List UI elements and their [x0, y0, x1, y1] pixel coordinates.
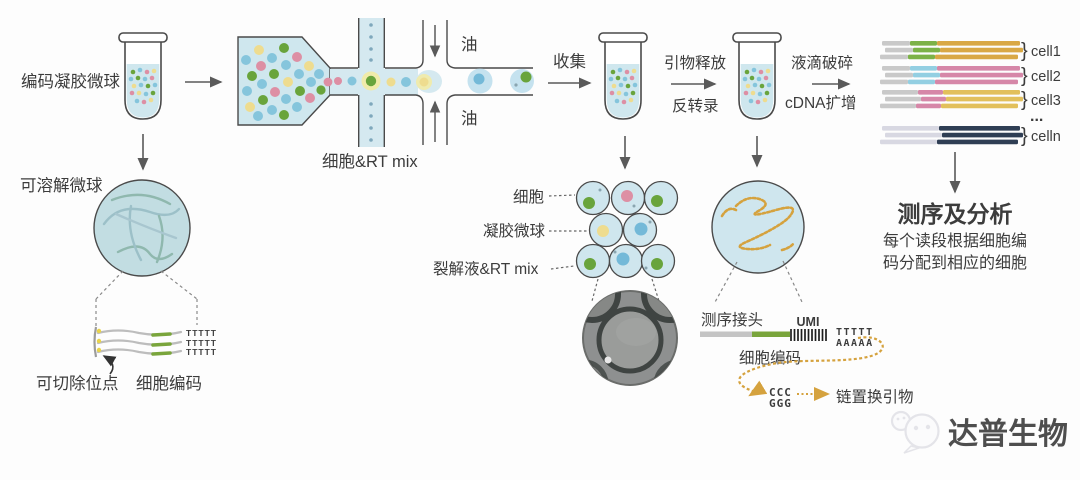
cell-label: 细胞 — [513, 188, 544, 206]
collect-label: 收集 — [553, 52, 586, 71]
seq-adapter-label: 测序接头 — [701, 311, 763, 329]
wechat-bubbles-icon — [890, 410, 940, 454]
read-group-brace: } — [1021, 89, 1028, 111]
cdna-droplet — [711, 180, 805, 305]
read-group-brace: } — [1021, 65, 1028, 87]
read-group-celln: }celln — [880, 125, 1061, 147]
tube-rt-droplets — [732, 32, 782, 120]
poly-t-row2: TTTTT — [186, 338, 217, 348]
grid-inner-beads — [583, 188, 663, 270]
primer-release-label: 引物释放 — [664, 54, 727, 72]
read-groups: }cell1}cell2}cell3}celln — [880, 40, 1061, 147]
cleavable-site-dots — [96, 328, 102, 353]
rt-mix-dots — [369, 23, 373, 142]
watermark-brand: 达普生物 — [890, 410, 1068, 454]
brand-name: 达普生物 — [948, 417, 1068, 451]
read-group-label: celln — [1031, 129, 1061, 145]
a-tail-label: AAAAA — [836, 338, 874, 349]
droplets-in-oil — [467, 68, 534, 94]
umi-comb — [790, 329, 827, 341]
reads-ellipsis: ... — [1030, 108, 1043, 125]
ggg-label: GGG — [769, 397, 792, 410]
cell-rt-mix-label: 细胞&RT mix — [322, 152, 418, 171]
analysis-text: 测序及分析 每个读段根据细胞编 码分配到相应的细胞 — [883, 152, 1027, 272]
t-tail-label: TTTTT — [836, 327, 874, 338]
adapter-bar — [700, 331, 752, 337]
reverse-transcription-label: 反转录 — [672, 97, 719, 115]
read-group-label: cell2 — [1031, 69, 1061, 85]
dissolvable-bead-circle — [93, 179, 198, 326]
analysis-line1: 每个读段根据细胞编 — [883, 232, 1027, 250]
cdna-strands — [720, 196, 796, 252]
tube-collected-droplets — [598, 32, 648, 120]
cleavable-site-arrow — [102, 355, 117, 375]
encoded-gel-beads-label: 编码凝胶微球 — [21, 72, 121, 91]
microscope-photo — [582, 290, 678, 386]
oil-top-label: 油 — [461, 35, 478, 54]
read-group-label: cell3 — [1031, 93, 1061, 109]
read-group-brace: } — [1021, 40, 1028, 62]
analysis-line2: 码分配到相应的细胞 — [883, 253, 1027, 272]
poly-t-row1: TTTTT — [186, 328, 217, 338]
cell-barcode-left-label: 细胞编码 — [136, 374, 202, 393]
funnel-beads — [241, 43, 333, 121]
analysis-title: 测序及分析 — [898, 201, 1013, 227]
read-group-cell3: }cell3 — [880, 89, 1061, 111]
oil-bottom-label: 油 — [461, 109, 478, 128]
droplet-grid: 细胞 凝胶微球 裂解液&RT mix — [433, 180, 679, 302]
poly-t-row3: TTTTT — [186, 347, 217, 357]
read-group-label: cell1 — [1031, 44, 1061, 60]
dissolvable-bead-label: 可溶解微球 — [20, 176, 103, 195]
cleavable-site-label: 可切除位点 — [36, 374, 119, 393]
barcode-bar — [752, 331, 790, 337]
cdna-amplification-label: cDNA扩增 — [785, 94, 856, 112]
bead-strands-detail: TTTTT TTTTT TTTTT 可切除位点 细胞编码 — [36, 326, 217, 393]
droplet-break-label: 液滴破碎 — [791, 54, 853, 72]
gel-bead-label: 凝胶微球 — [483, 222, 546, 240]
lysis-rt-mix-label: 裂解液&RT mix — [433, 260, 539, 278]
read-group-brace: } — [1021, 125, 1028, 147]
barcode-segments — [151, 332, 172, 356]
umi-label: UMI — [797, 315, 820, 329]
cdna-curve-strand — [737, 336, 884, 397]
wechat-icon-eyes — [896, 416, 931, 431]
read-group-cell1: }cell1 — [880, 40, 1061, 62]
strand-displacement-primer-label: 链置换引物 — [836, 388, 914, 406]
funnel-chip: 油 油 细胞&RT mix — [237, 18, 534, 171]
channel-beads — [334, 71, 432, 91]
tube-encoded-beads — [118, 32, 168, 120]
ccc-label: CCC — [769, 386, 792, 399]
read-group-cell2: }cell2 — [880, 65, 1061, 87]
read-construct: 测序接头 UMI TTTTT AAAAA 细胞编码 CCC GGG 链置换引物 — [700, 311, 914, 410]
